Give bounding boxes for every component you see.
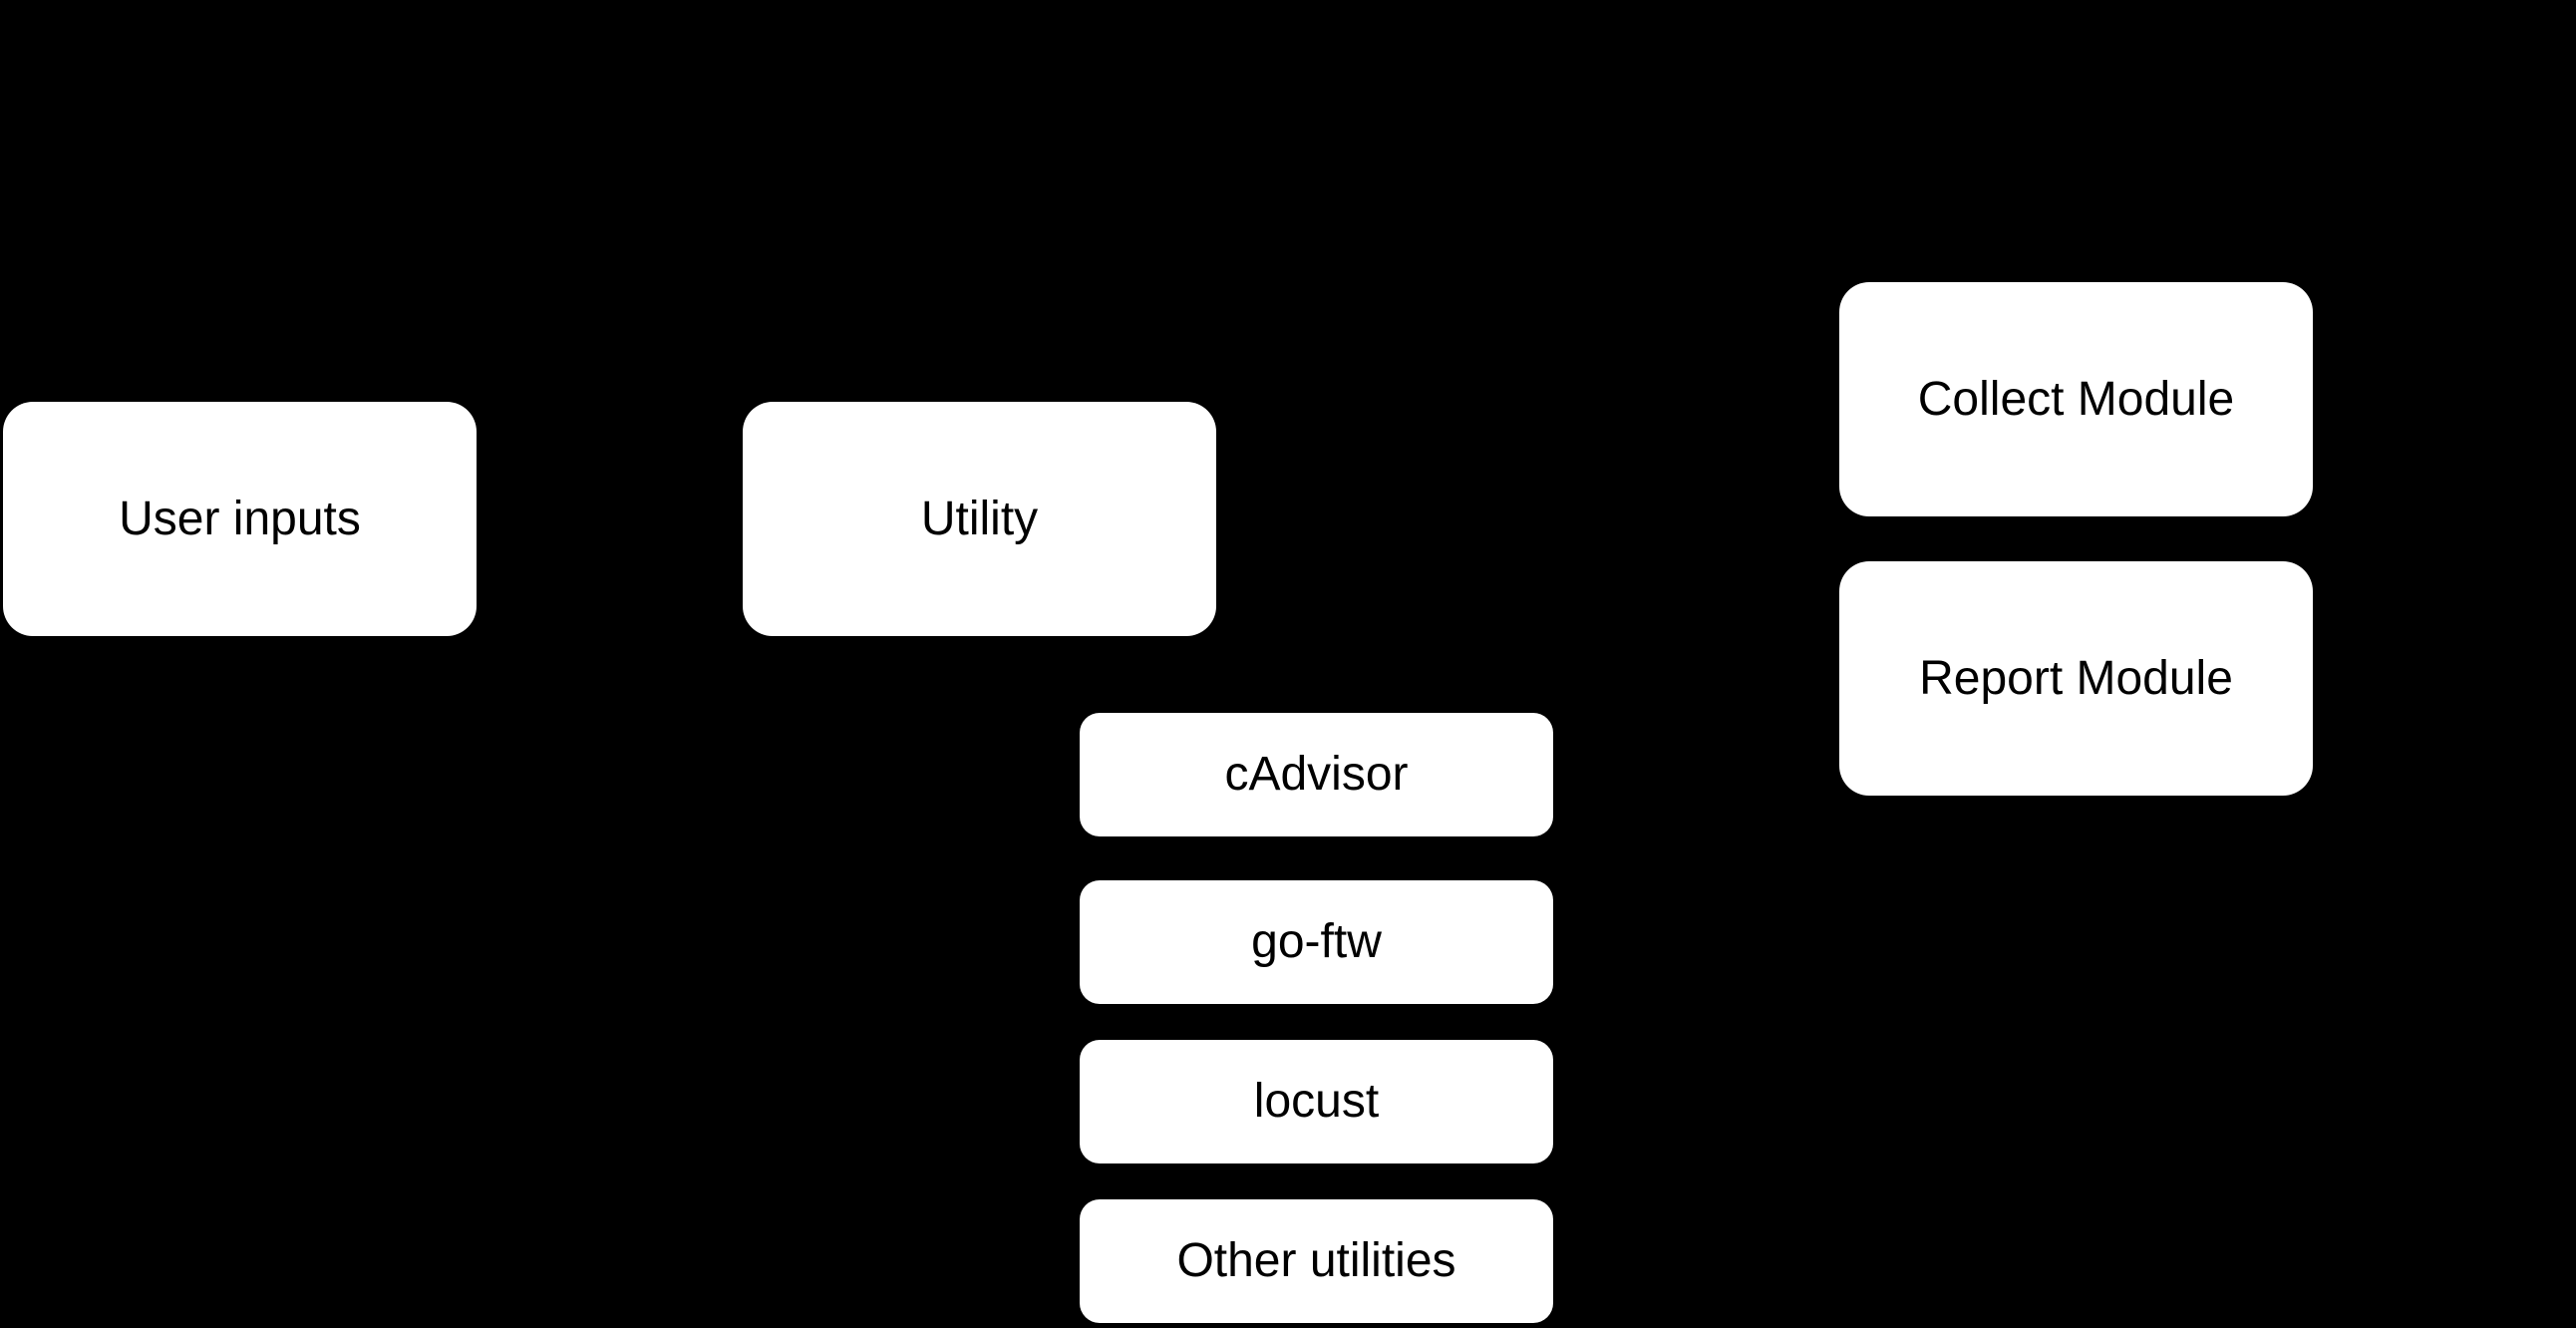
node-cadvisor-label: cAdvisor	[1224, 748, 1409, 802]
node-other-utilities-label: Other utilities	[1176, 1234, 1456, 1288]
node-collect-module: Collect Module	[1839, 282, 2313, 516]
node-utility-label: Utility	[920, 492, 1039, 545]
node-user-inputs: User inputs	[3, 402, 477, 636]
node-other-utilities: Other utilities	[1080, 1199, 1553, 1323]
node-report-module-label: Report Module	[1919, 651, 2233, 705]
node-collect-module-label: Collect Module	[1917, 372, 2235, 426]
node-report-module: Report Module	[1839, 561, 2313, 796]
node-locust-label: locust	[1253, 1075, 1380, 1129]
node-user-inputs-label: User inputs	[119, 492, 361, 545]
node-utility: Utility	[743, 402, 1216, 636]
node-go-ftw-label: go-ftw	[1251, 915, 1382, 969]
node-locust: locust	[1080, 1040, 1553, 1163]
node-cadvisor: cAdvisor	[1080, 713, 1553, 836]
node-go-ftw: go-ftw	[1080, 880, 1553, 1004]
